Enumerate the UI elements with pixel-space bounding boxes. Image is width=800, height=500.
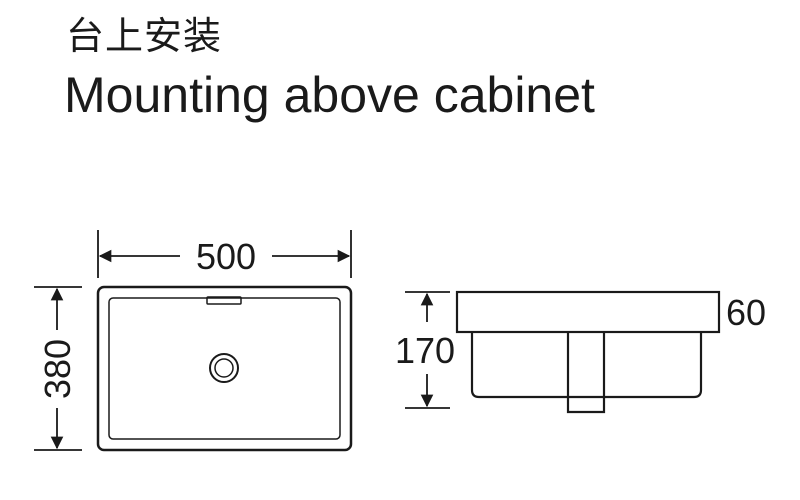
rim-outline	[455, 290, 721, 334]
drain-inner	[214, 358, 234, 378]
top-view	[96, 285, 353, 452]
depth-label: 380	[37, 339, 78, 399]
width-label: 500	[196, 236, 256, 277]
drain-outer	[209, 353, 239, 383]
rim-label: 60	[726, 292, 766, 333]
height-dimension	[405, 291, 450, 409]
drain-pipe-outline	[566, 332, 606, 414]
title-chinese: 台上安装	[66, 14, 223, 58]
basin-inner-outline	[108, 297, 341, 440]
bowl-outline	[470, 332, 703, 399]
side-view	[455, 290, 721, 414]
basin-outer-outline	[96, 285, 353, 452]
depth-dimension	[34, 286, 82, 451]
title-english: Mounting above cabinet	[64, 67, 595, 123]
width-dimension	[97, 230, 352, 278]
overflow-slot	[206, 296, 242, 305]
height-label: 170	[395, 330, 455, 371]
